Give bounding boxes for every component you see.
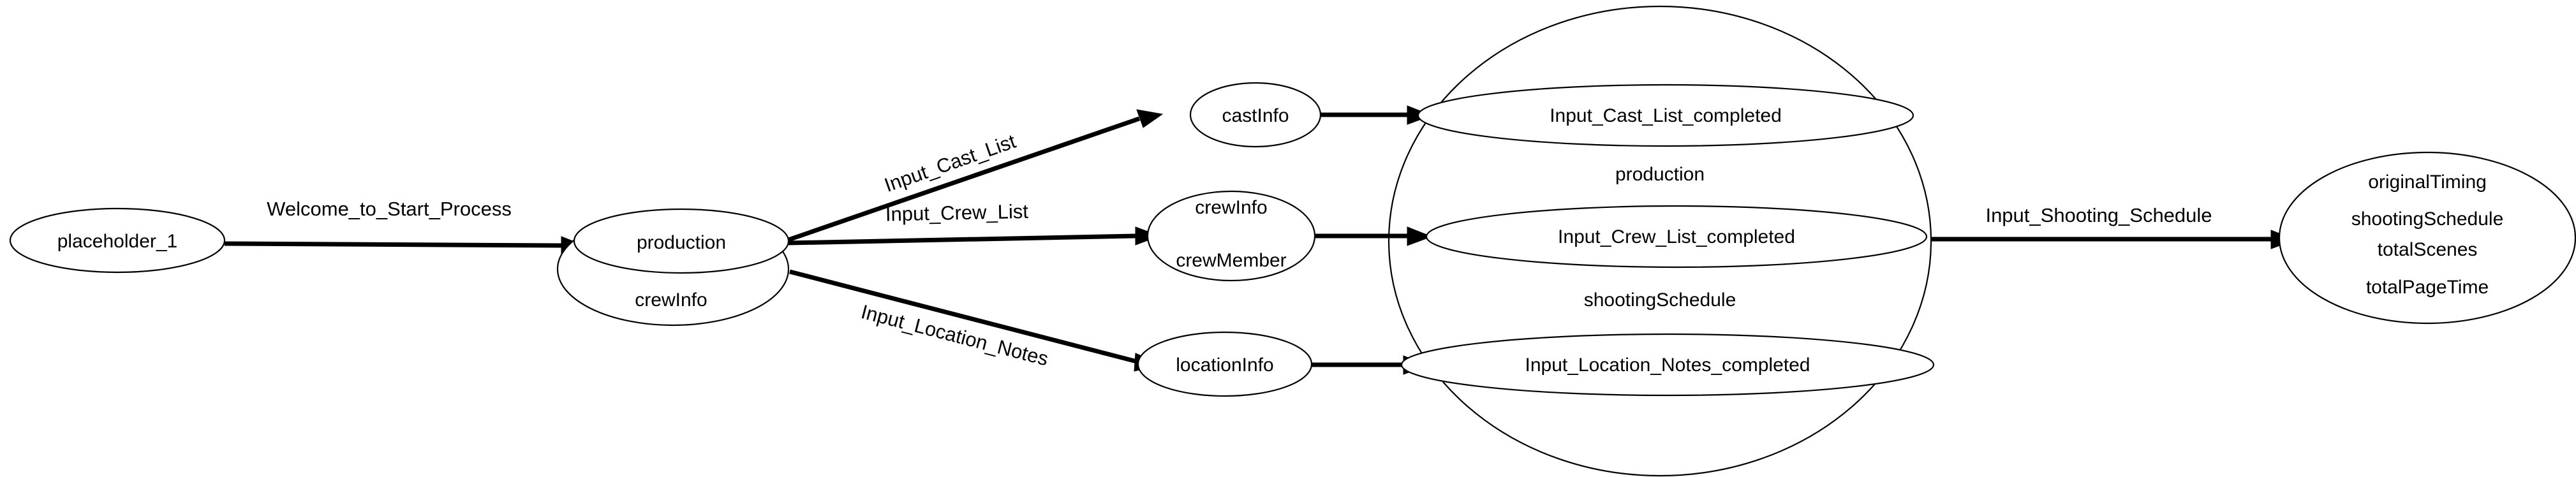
arrowhead-icon (1136, 109, 1164, 128)
node-locationinfo[interactable]: locationInfo (1137, 331, 1313, 397)
edge-crewinfo-to-crew-completed[interactable] (1315, 226, 1433, 246)
node-label-input-location-notes-completed: Input_Location_Notes_completed (1525, 355, 1810, 376)
node-label-locationinfo: locationInfo (1176, 355, 1273, 376)
node-final-state[interactable]: originalTiming shootingSchedule totalSce… (2278, 151, 2576, 325)
node-input-cast-list-completed[interactable]: Input_Cast_List_completed (1417, 84, 1914, 147)
node-label-original-timing: originalTiming (2368, 172, 2487, 193)
edge-welcome-to-start-process[interactable]: Welcome_to_Start_Process (224, 198, 587, 256)
node-label-final-shooting-schedule: shootingSchedule (2351, 209, 2504, 230)
node-input-location-notes-completed[interactable]: Input_Location_Notes_completed (1400, 333, 1935, 397)
edge-label-input-crew-list: Input_Crew_List (885, 200, 1029, 226)
node-ellipse (1417, 84, 1914, 147)
edge-label-welcome-to-start-process: Welcome_to_Start_Process (267, 198, 512, 220)
node-production-crewinfo[interactable]: production crewInfo (556, 208, 790, 327)
node-ellipse (1400, 333, 1935, 397)
edge-line (788, 233, 1137, 246)
node-label-placeholder-1: placeholder_1 (57, 231, 177, 252)
node-label-production: production (637, 232, 726, 253)
node-castinfo[interactable]: castInfo (1189, 82, 1322, 148)
node-label-crewinfo: crewInfo (635, 290, 707, 311)
node-label-input-crew-list-completed: Input_Crew_List_completed (1558, 226, 1795, 247)
cluster-circle (1388, 5, 1932, 477)
node-label-total-page-time: totalPageTime (2366, 277, 2489, 298)
node-ellipse (9, 207, 226, 274)
edge-label-input-shooting-schedule: Input_Shooting_Schedule (1985, 204, 2212, 226)
node-label-crewinfo-2: crewInfo (1195, 197, 1267, 218)
node-input-crew-list-completed[interactable]: Input_Crew_List_completed (1425, 205, 1928, 268)
edge-input-shooting-schedule[interactable]: Input_Shooting_Schedule (1930, 204, 2297, 249)
node-ellipse (2278, 151, 2576, 325)
node-label-crewmember: crewMember (1176, 250, 1286, 271)
edge-line (789, 269, 1140, 365)
edge-line (224, 241, 562, 248)
node-label-input-cast-list-completed: Input_Cast_List_completed (1550, 105, 1782, 126)
cluster-completion-group[interactable]: production shootingSchedule (1388, 5, 1932, 477)
cluster-label-shooting-schedule: shootingSchedule (1584, 290, 1736, 311)
edge-label-input-cast-list: Input_Cast_List (882, 130, 1019, 196)
edge-label-input-location-notes: Input_Location_Notes (859, 300, 1051, 370)
node-label-total-scenes: totalScenes (2378, 239, 2478, 260)
node-ellipse (1146, 190, 1316, 282)
node-placeholder-1[interactable]: placeholder_1 (9, 207, 226, 274)
node-ellipse (1425, 205, 1928, 268)
node-ellipse (1189, 82, 1322, 148)
edge-input-crew-list[interactable]: Input_Crew_List (788, 200, 1161, 246)
edge-castinfo-to-cast-completed[interactable] (1319, 105, 1433, 125)
edge-input-location-notes[interactable]: Input_Location_Notes (789, 269, 1162, 372)
node-ellipse-inner (573, 208, 790, 274)
cluster-label-production: production (1615, 164, 1705, 185)
node-crewinfo-crewmember[interactable]: crewInfo crewMember (1146, 190, 1316, 282)
node-label-castinfo: castInfo (1222, 105, 1289, 126)
edge-line (787, 116, 1141, 242)
node-ellipse (1137, 331, 1313, 397)
arrowhead-icon (1407, 226, 1433, 246)
